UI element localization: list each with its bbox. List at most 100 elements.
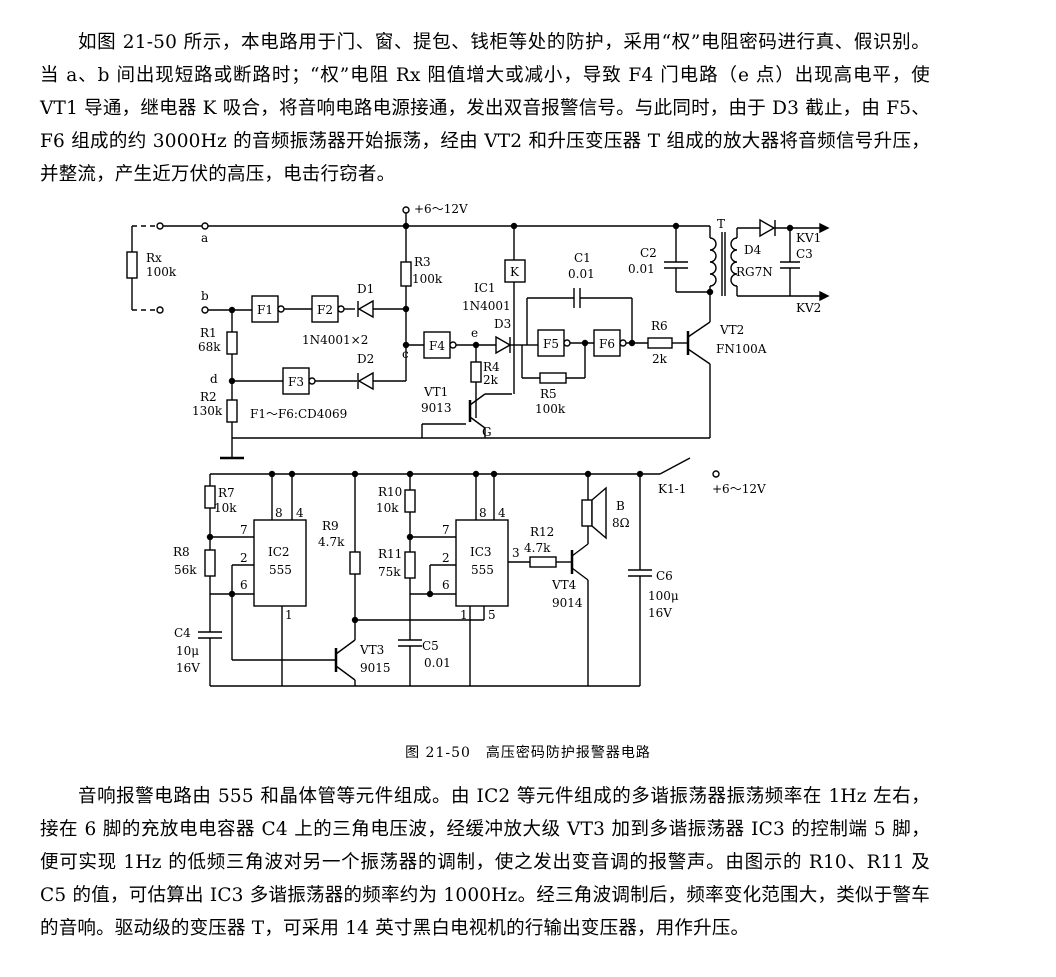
node-g-label: G (482, 425, 492, 439)
resistor-r1 (226, 331, 238, 355)
d2-label: D2 (357, 352, 374, 366)
ic3-label: IC3 (470, 545, 492, 559)
gate-f5 (537, 329, 565, 357)
diode-d1 (357, 299, 374, 319)
r12-label: R12 (530, 525, 554, 539)
ic2-pin4: 4 (296, 506, 304, 520)
supply-bottom-label: +6～12V (712, 482, 766, 496)
r3-value: 100k (412, 272, 443, 286)
ic1-type: 1N4001 (462, 299, 511, 313)
resistor-r9 (349, 551, 361, 575)
r7-label: R7 (218, 486, 235, 500)
resistor-r12 (529, 556, 557, 568)
c6-value2: 16V (648, 606, 672, 620)
r6-value: 2k (652, 352, 668, 366)
relay-contact-k11 (659, 457, 691, 475)
speaker-b (581, 499, 593, 527)
transformer-t-secondary (730, 237, 738, 287)
resistor-rx (126, 251, 138, 279)
r2-value: 130k (192, 404, 223, 418)
relay-k-label: K (510, 265, 520, 279)
ic2-chip (253, 519, 307, 607)
transformer-t-primary (709, 237, 717, 287)
vt4-type: 9014 (552, 596, 583, 610)
r11-label: R11 (378, 547, 402, 561)
node-c-label: c (402, 347, 409, 361)
gate-f2 (311, 295, 339, 323)
ic3-pin2: 2 (442, 551, 450, 565)
resistor-r5 (539, 372, 567, 384)
r8-value: 56k (174, 563, 197, 577)
c3-label: C3 (796, 247, 813, 261)
figure-caption: 图 21-50 高压密码防护报警器电路 (405, 745, 651, 761)
r2-label: R2 (200, 390, 217, 404)
resistor-r2 (226, 399, 238, 423)
c1-value: 0.01 (568, 267, 595, 281)
ic3-pin5: 5 (488, 608, 496, 622)
ic2-pin8: 8 (275, 506, 283, 520)
d4-type: RG7N (736, 265, 773, 279)
transformer-t-label: T (717, 217, 725, 231)
ic2-pin7: 7 (240, 523, 248, 537)
vt3-type: 9015 (360, 661, 391, 675)
ic3-pin6: 6 (442, 578, 450, 592)
c2-value: 0.01 (628, 262, 655, 276)
c4-label: C4 (174, 626, 191, 640)
ic2-label: IC2 (268, 545, 290, 559)
rx-value: 100k (146, 265, 177, 279)
gates-note: F1～F6:CD4069 (250, 407, 347, 421)
ic3-pin3: 3 (512, 546, 520, 560)
node-e-label: e (471, 326, 478, 340)
vt4-label: VT4 (551, 578, 577, 592)
ic3-chip (455, 519, 509, 607)
r1-label: R1 (200, 326, 217, 340)
c5-value: 0.01 (424, 656, 451, 670)
supply-top-label: +6～12V (414, 202, 468, 216)
r10-label: R10 (378, 485, 402, 499)
gate-f3 (282, 367, 310, 395)
kv1-label: KV1 (796, 231, 821, 245)
d1d2-type: 1N4001×2 (302, 333, 368, 347)
node-b-label: b (201, 289, 209, 303)
diode-d3 (495, 335, 512, 355)
gate-f4 (423, 331, 451, 359)
vt3-label: VT3 (359, 643, 384, 657)
r9-label: R9 (322, 519, 339, 533)
r3-label: R3 (414, 255, 431, 269)
r8-label: R8 (173, 545, 190, 559)
c1-label: C1 (574, 251, 591, 265)
c2-label: C2 (640, 246, 657, 260)
resistor-r6 (647, 337, 673, 349)
c4-value2: 16V (176, 661, 200, 675)
r4-value: 2k (483, 373, 499, 387)
r10-value: 10k (376, 501, 399, 515)
vt1-label: VT1 (423, 385, 448, 399)
resistor-r10 (404, 489, 416, 513)
k11-label: K1-1 (658, 482, 686, 496)
node-d-label: d (210, 372, 218, 386)
r4-label: R4 (483, 360, 500, 374)
rx-label: Rx (146, 251, 162, 265)
ic2-pin1: 1 (285, 608, 293, 622)
gate-f4-label: F4 (429, 339, 445, 353)
c6-label: C6 (656, 569, 673, 583)
gate-f1-label: F1 (257, 303, 273, 317)
diode-d2 (357, 371, 374, 391)
vt2-type: FN100A (716, 342, 767, 356)
resistor-r4 (470, 361, 482, 383)
r1-value: 68k (198, 340, 221, 354)
ic1-label: IC1 (474, 281, 496, 295)
alarm-paragraph: 音响报警电路由 555 和晶体管等元件组成。由 IC2 等元件组成的多谐振荡器振… (40, 786, 930, 939)
relay-k (504, 259, 526, 283)
gate-f2-label: F2 (317, 303, 333, 317)
node-a-label: a (201, 231, 208, 245)
vt1-type: 9013 (421, 401, 452, 415)
ic3-pin1: 1 (460, 608, 468, 622)
gate-f6-label: F6 (599, 337, 615, 351)
ic3-type: 555 (471, 563, 494, 577)
d4-label: D4 (744, 243, 762, 257)
diode-d4 (759, 218, 776, 238)
r9-value: 4.7k (318, 535, 345, 549)
gate-f5-label: F5 (543, 337, 559, 351)
speaker-b-value: 8Ω (612, 516, 630, 530)
